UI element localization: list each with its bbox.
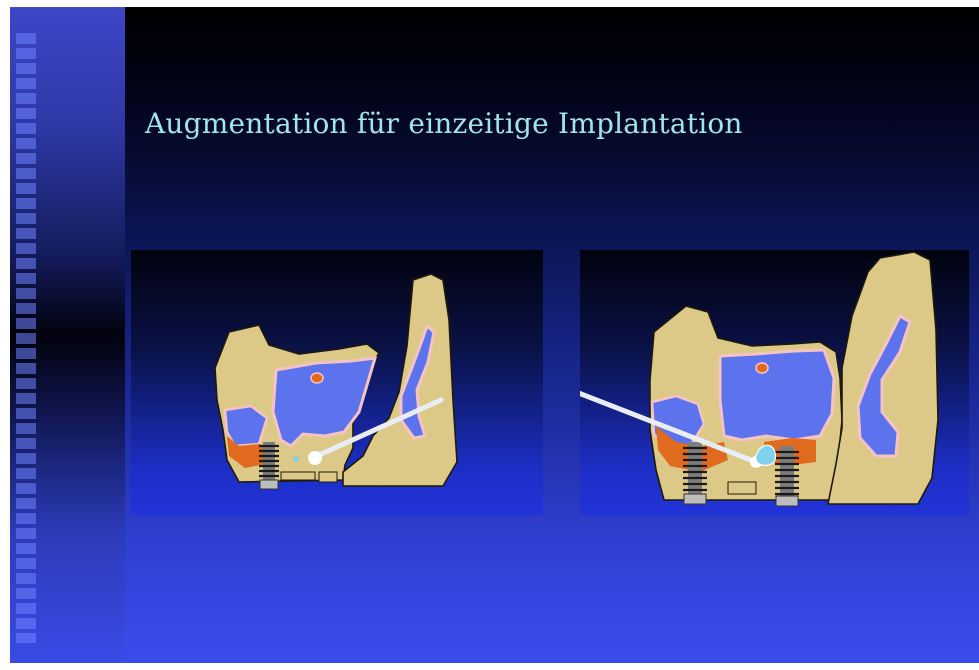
sinus-lift-step-1-illustration: [131, 250, 543, 515]
illustration-panel-right: [580, 250, 969, 515]
sinus-ostium-icon: [756, 363, 768, 373]
side-square-pattern: [16, 33, 36, 643]
slide-title: Augmentation für einzeitige Implantation: [145, 107, 743, 140]
presentation-slide: Augmentation für einzeitige Implantation: [10, 7, 979, 663]
illustration-panel-left: [131, 250, 543, 515]
maxillary-sinus-icon: [720, 350, 834, 440]
sinus-ostium-icon: [311, 373, 323, 383]
slide-side-bar: [10, 7, 125, 663]
alveolar-gap-2: [319, 472, 337, 482]
sinus-lift-step-2-illustration: [580, 250, 969, 515]
alveolar-gap: [728, 482, 756, 494]
maxillary-sinus-icon: [273, 358, 375, 446]
alveolar-gap: [281, 472, 315, 480]
